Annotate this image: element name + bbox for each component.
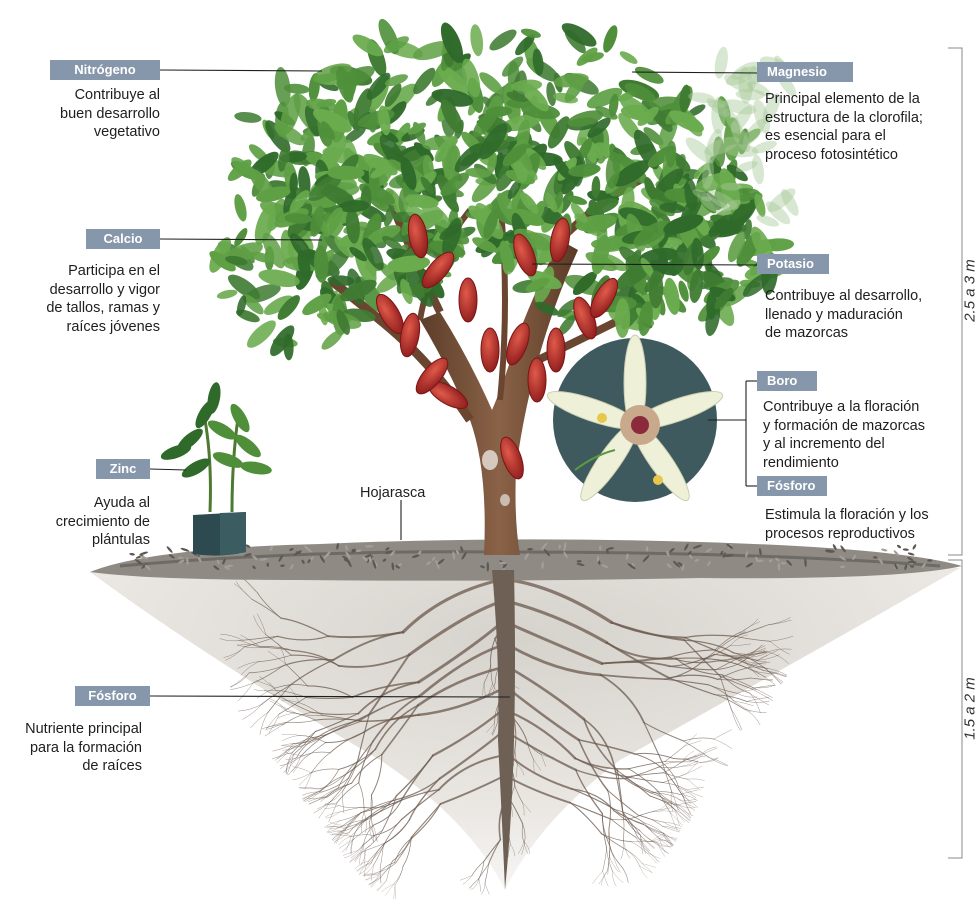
tag-boro: Boro: [757, 371, 817, 391]
tag-nitrogeno: Nitrógeno: [50, 60, 160, 80]
flower-closeup: [544, 335, 726, 506]
root-zone: [90, 555, 960, 899]
dim-tree-height: 2.5 a 3 m: [962, 246, 979, 336]
tag-potasio: Potasio: [757, 254, 829, 274]
tag-fosforo-raiz: Fósforo: [75, 686, 150, 706]
dim-root-depth: 1.5 a 2 m: [962, 664, 979, 754]
tag-magnesio: Magnesio: [757, 62, 853, 82]
seedlings: [159, 381, 273, 555]
desc-potasio: Contribuye al desarrollo,llenado y madur…: [765, 287, 955, 343]
tag-zinc: Zinc: [96, 459, 150, 479]
tag-calcio: Calcio: [86, 229, 160, 249]
tag-fosforo-flor: Fósforo: [757, 476, 827, 496]
label-hojarasca: Hojarasca: [360, 484, 425, 503]
